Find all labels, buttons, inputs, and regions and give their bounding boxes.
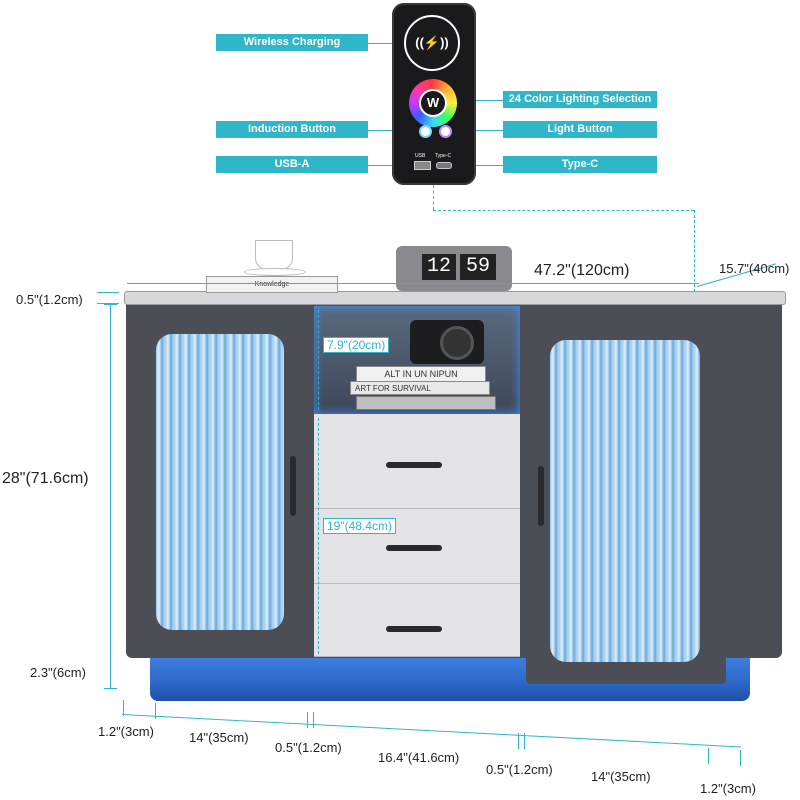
callout-line: [368, 43, 408, 44]
height-dimension-line: [110, 304, 111, 688]
book-stack-top: Knowledge: [206, 276, 338, 293]
bottom-tick: [313, 712, 314, 728]
usb-a-port[interactable]: [414, 161, 431, 170]
left-door-handle[interactable]: [290, 456, 296, 516]
width-dimension-line: [127, 283, 699, 284]
callout-induction-button: Induction Button: [216, 121, 368, 138]
callout-line: [458, 100, 503, 101]
color-wheel-icon[interactable]: W: [409, 79, 457, 127]
right-gap-label: 0.5"(1.2cm): [486, 762, 553, 777]
drawer-top-handle[interactable]: [386, 462, 442, 468]
left-door-glass: [156, 334, 284, 630]
clock-minute: 59: [460, 254, 496, 280]
color-wheel-label: W: [419, 89, 447, 117]
induction-button-icon[interactable]: [419, 125, 432, 138]
cup-icon: [255, 240, 293, 270]
top-thickness-line: [97, 303, 119, 304]
usb-port-label: USB: [415, 153, 426, 159]
drawer-bottom-handle[interactable]: [386, 626, 442, 632]
right-door[interactable]: [526, 306, 726, 684]
type-c-port[interactable]: [436, 162, 452, 169]
left-gap-label: 0.5"(1.2cm): [275, 740, 342, 755]
shelf-book-base: [356, 396, 496, 410]
desk-clock: 12 59: [396, 246, 512, 291]
left-edge-label: 1.2"(3cm): [98, 724, 154, 739]
width-dimension-label: 47.2"(120cm): [534, 262, 630, 279]
panel-connector-line: [433, 210, 694, 211]
right-door-label: 14"(35cm): [591, 769, 651, 784]
drawer-height-label: 19"(48.4cm): [323, 518, 396, 534]
camera-icon: [410, 320, 484, 364]
height-tick: [104, 688, 117, 689]
callout-type-c: Type-C: [503, 156, 657, 173]
left-door-label: 14"(35cm): [189, 730, 249, 745]
bottom-tick: [524, 733, 525, 749]
bottom-tick: [740, 750, 741, 766]
typec-port-label: Type-C: [435, 153, 452, 159]
bottom-tick: [123, 700, 124, 716]
callout-wireless-charging: Wireless Charging: [216, 34, 368, 51]
right-door-handle[interactable]: [538, 466, 544, 526]
top-thickness-line: [97, 292, 119, 293]
callout-usb-a: USB-A: [216, 156, 368, 173]
right-door-glass: [550, 340, 700, 662]
bottom-tick: [155, 703, 156, 719]
depth-dimension-label: 15.7"(40cm): [719, 261, 790, 276]
bottom-tick: [708, 748, 709, 764]
right-edge-label: 1.2"(3cm): [700, 781, 756, 796]
bottom-tick: [518, 733, 519, 749]
drawer-height-line: [318, 418, 319, 654]
light-button-icon[interactable]: [439, 125, 452, 138]
bottom-tick: [307, 712, 308, 728]
panel-connector-line: [433, 185, 434, 210]
left-door[interactable]: [134, 306, 310, 656]
height-tick: [104, 304, 117, 305]
drawer-top[interactable]: [314, 414, 520, 509]
drawer-middle-handle[interactable]: [386, 545, 442, 551]
drawer-bottom[interactable]: [314, 584, 520, 657]
shelf-height-line: [318, 310, 319, 410]
callout-line: [460, 165, 503, 166]
wireless-charging-icon[interactable]: ((⚡)): [404, 15, 460, 71]
callout-light-button: Light Button: [503, 121, 657, 138]
panel-connector-line: [694, 210, 695, 292]
cabinet-top: [124, 291, 786, 305]
middle-label: 16.4"(41.6cm): [378, 750, 460, 765]
shelf-book-bottom: ART FOR SURVIVAL: [350, 381, 490, 395]
shelf-height-label: 7.9"(20cm): [323, 337, 390, 353]
base-height-label: 2.3"(6cm): [30, 665, 86, 680]
callout-lighting-selection: 24 Color Lighting Selection: [503, 91, 657, 108]
shelf-book-mid: ALT IN UN NIPUN: [356, 366, 486, 382]
height-dimension-label: 28"(71.6cm): [2, 470, 89, 488]
saucer: [244, 268, 306, 276]
top-thickness-label: 0.5"(1.2cm): [16, 292, 83, 307]
control-panel: ((⚡)) W USB Type-C: [392, 3, 476, 185]
clock-hour: 12: [422, 254, 456, 280]
